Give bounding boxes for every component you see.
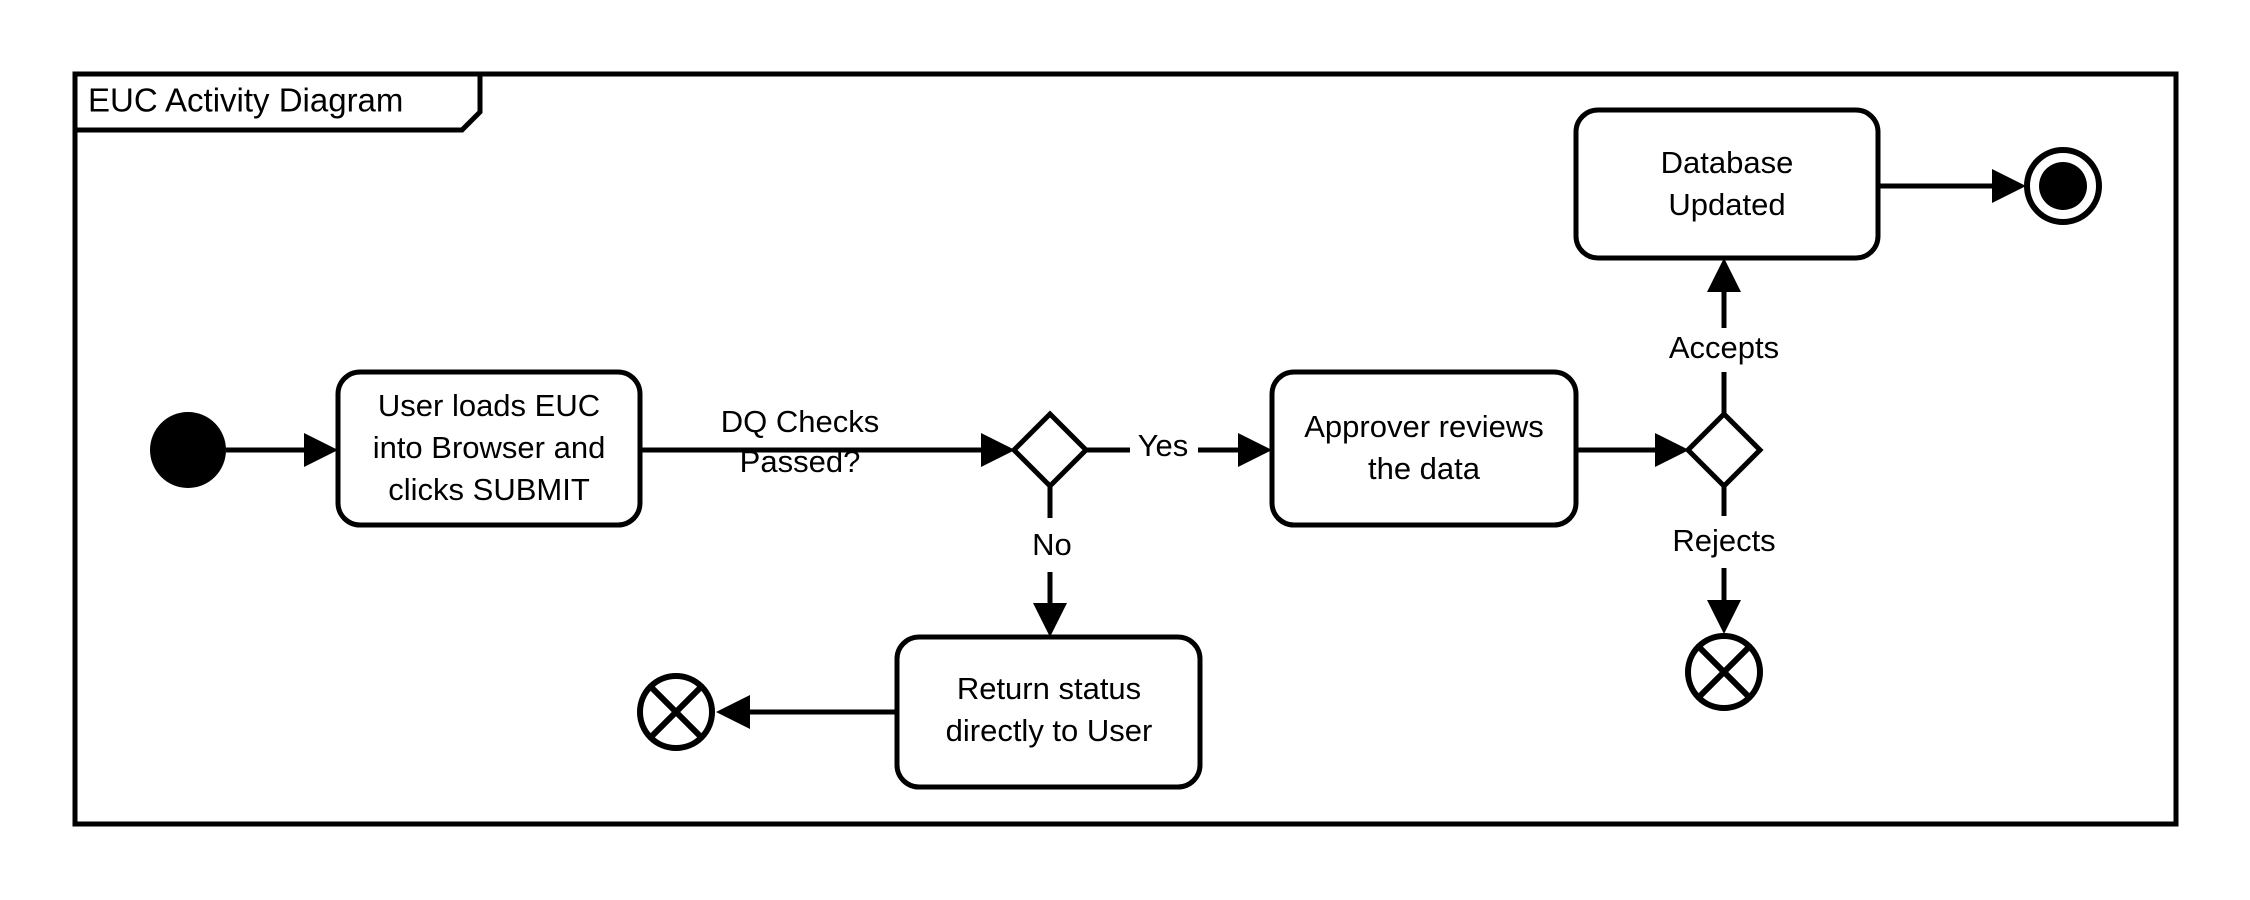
edge-arrowhead xyxy=(1655,433,1689,467)
edge-ar-decision-to-db-updated: Accepts xyxy=(1669,258,1779,414)
action-approver-reviews-label-line2: the data xyxy=(1368,451,1481,486)
action-load-euc-label-line1: User loads EUC xyxy=(378,388,600,423)
action-return-status-label-line2: directly to User xyxy=(946,713,1153,748)
edge-load-euc-to-dq-decision: DQ Checks Passed? xyxy=(640,404,1015,479)
final-node-dot xyxy=(2039,162,2087,210)
action-approver-reviews-box[interactable] xyxy=(1269,369,1579,528)
frame-title-tab xyxy=(72,71,483,133)
edge-arrowhead xyxy=(304,433,338,467)
action-load-euc[interactable]: User loads EUC into Browser and clicks S… xyxy=(335,369,643,528)
edge-approver-to-ar-decision xyxy=(1576,433,1689,467)
edge-label-rejects: Rejects xyxy=(1672,523,1775,558)
action-database-updated[interactable]: Database Updated xyxy=(1573,107,1881,261)
decision-dq-checks-diamond[interactable] xyxy=(1010,410,1090,490)
action-load-euc-label-line2: into Browser and xyxy=(373,430,606,465)
edge-ar-decision-to-flow-final-rejects: Rejects xyxy=(1672,486,1776,634)
edge-label-yes: Yes xyxy=(1138,428,1189,463)
action-return-status[interactable]: Return status directly to User xyxy=(894,634,1203,790)
edge-dq-decision-to-approver: Yes xyxy=(1086,428,1272,467)
edge-db-updated-to-final xyxy=(1878,169,2026,203)
edge-arrowhead xyxy=(1238,433,1272,467)
edge-arrowhead xyxy=(716,695,750,729)
edge-arrowhead xyxy=(1992,169,2026,203)
flow-final-node-rejects-cross-2 xyxy=(1695,643,1753,701)
edge-label-accepts: Accepts xyxy=(1669,330,1779,365)
edge-arrowhead xyxy=(1033,603,1067,637)
action-approver-reviews-label-line1: Approver reviews xyxy=(1304,409,1543,444)
edge-return-status-to-flow-final xyxy=(716,695,897,729)
initial-node-circle xyxy=(150,412,226,488)
action-database-updated-box[interactable] xyxy=(1573,107,1881,261)
flow-final-node-return xyxy=(637,673,715,751)
edge-label-dq-checks-line2: Passed? xyxy=(740,444,861,479)
edge-arrowhead xyxy=(981,433,1015,467)
action-return-status-box[interactable] xyxy=(894,634,1203,790)
decision-approver-outcome-diamond[interactable] xyxy=(1684,410,1764,490)
action-load-euc-label-line3: clicks SUBMIT xyxy=(388,472,590,507)
action-return-status-label-line1: Return status xyxy=(957,671,1141,706)
edge-arrowhead xyxy=(1707,258,1741,292)
action-approver-reviews[interactable]: Approver reviews the data xyxy=(1269,369,1579,528)
frame-border-rect xyxy=(72,71,2179,827)
diagram-frame: EUC Activity Diagram xyxy=(72,71,2179,827)
edge-label-no: No xyxy=(1032,527,1072,562)
flow-final-node-return-cross-2 xyxy=(647,683,705,741)
edge-start-to-load-euc xyxy=(226,433,338,467)
decision-approver-outcome[interactable] xyxy=(1684,410,1764,490)
edge-dq-decision-to-return-status: No xyxy=(1032,486,1072,637)
edge-label-dq-checks-line1: DQ Checks xyxy=(721,404,879,439)
decision-dq-checks[interactable] xyxy=(1010,410,1090,490)
flow-final-node-rejects xyxy=(1685,633,1763,711)
final-node xyxy=(2024,147,2102,225)
frame-title-label: EUC Activity Diagram xyxy=(88,82,403,119)
action-database-updated-label-line2: Updated xyxy=(1668,187,1785,222)
action-database-updated-label-line1: Database xyxy=(1661,145,1794,180)
edge-arrowhead xyxy=(1707,600,1741,634)
initial-node xyxy=(150,412,226,488)
